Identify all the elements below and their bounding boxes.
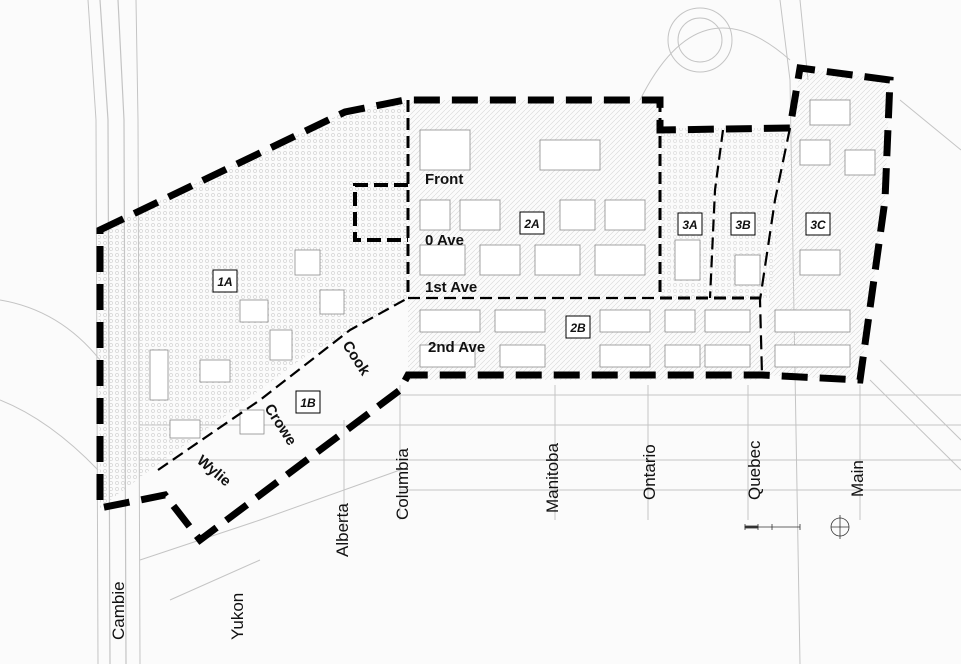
outer-boundary [96,64,894,545]
plan-boundary [96,64,894,545]
label-second-ave: 2nd Ave [428,339,485,356]
label-cook: Cook [339,338,374,379]
zone-3a-edge [658,100,760,300]
label-alberta: Alberta [333,503,352,557]
zone-2a-notch [353,183,408,242]
svg-text:3C: 3C [810,218,826,232]
label-wylie: Wylie [193,452,234,490]
zone-3c-divider [758,127,792,376]
zone-label-2a: 2A [519,211,545,235]
svg-text:1B: 1B [300,396,316,410]
zone-label-1b: 1B [295,390,321,414]
zone-3a-divider [708,129,725,299]
label-ontario: Ontario [640,444,659,500]
svg-text:2A: 2A [523,217,539,231]
label-zero-ave: 0 Ave [425,232,464,249]
label-first-ave: 1st Ave [425,279,477,296]
svg-text:3B: 3B [735,218,751,232]
north-arrow-icon [830,515,850,539]
label-quebec: Quebec [745,440,764,500]
building-blocks [149,99,876,439]
label-cambie: Cambie [109,581,128,640]
label-yukon: Yukon [228,593,247,640]
label-front: Front [425,171,463,188]
svg-text:2B: 2B [569,321,586,335]
label-main: Main [848,460,867,497]
label-columbia: Columbia [393,448,412,520]
cook-crowe-line [157,297,409,471]
svg-text:3A: 3A [682,218,697,232]
zone-labels: 1A 1B 2A 2B 3A 3B 3C [212,211,831,414]
scale-bar [744,524,801,530]
cross-street-labels: Cambie Yukon Alberta Columbia Manitoba O… [109,440,867,640]
label-manitoba: Manitoba [543,443,562,513]
zone-label-3c: 3C [805,212,831,236]
svg-text:1A: 1A [217,275,232,289]
zone-label-3a: 3A [677,212,703,236]
zone-label-3b: 3B [730,212,756,236]
zone-label-1a: 1A [212,269,238,293]
zone-label-2b: 2B [565,315,591,339]
